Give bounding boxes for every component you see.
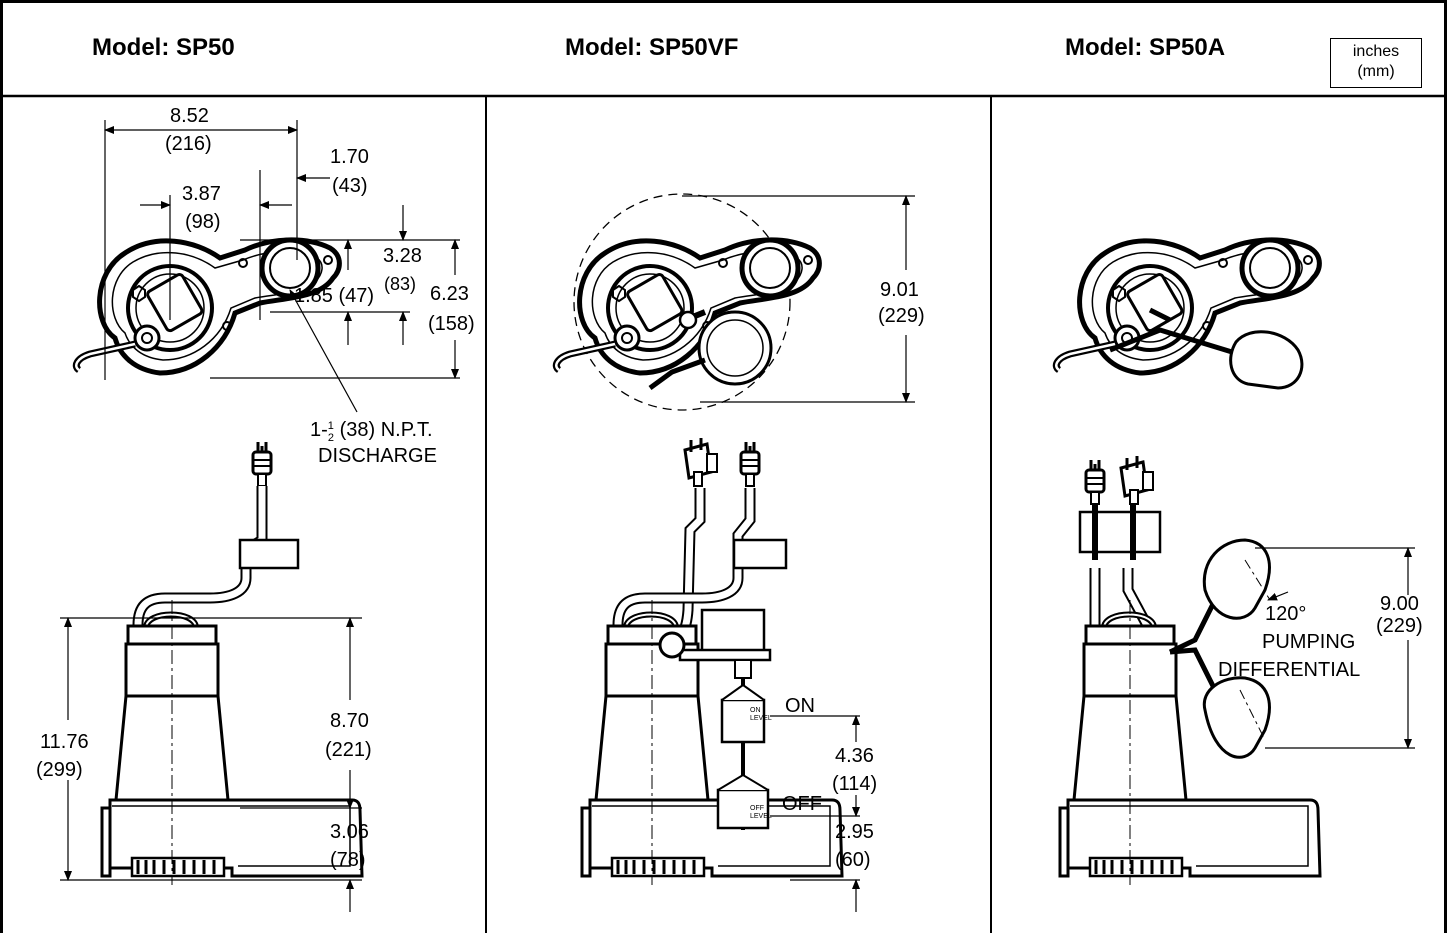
sp50vf-differential: 4.36 xyxy=(835,745,874,767)
sp50vf-on-level-line1: ON xyxy=(750,707,761,714)
sp50vf-on-label: ON xyxy=(785,695,815,717)
model-title-sp50: Model: SP50 xyxy=(92,34,235,61)
sp50a-float-upper xyxy=(1202,538,1271,620)
sp50a-pumping-label: PUMPING xyxy=(1262,631,1355,653)
sp50-offset: 1.70 xyxy=(330,146,369,168)
sp50-width: 8.52 xyxy=(170,105,209,127)
sp50a-float-lower xyxy=(1202,676,1271,759)
sp50vf-plug-icon xyxy=(739,440,761,488)
model-title-sp50a: Model: SP50A xyxy=(1065,34,1226,61)
sp50a-plug-icon xyxy=(1084,458,1106,506)
sp50a-float-top xyxy=(1229,330,1304,390)
sp50vf-swing-circle xyxy=(573,193,791,411)
sp50vf-swing: 9.01 xyxy=(880,279,919,301)
sp50-depth-total-mm: (158) xyxy=(428,313,475,335)
sp50vf-on-level-line2: LEVEL xyxy=(750,715,772,722)
sp50-plug-icon xyxy=(251,440,273,488)
sp50-pump-body xyxy=(102,615,362,877)
sp50-discharge-label: DISCHARGE xyxy=(318,445,437,467)
sp50-base-height-mm: (78) xyxy=(330,849,366,871)
sp50-drawing: 8.52 (216) 1.70 (43) 3.87 (98) 3.28 xyxy=(36,105,475,912)
sp50a-drawing: 9.00 (229) 120° PUMPING DIFFERENTIAL xyxy=(1056,240,1423,885)
sp50-depth2: 1.85 (47) xyxy=(294,285,374,307)
sp50a-differential: 9.00 xyxy=(1380,593,1419,615)
sp50-width-mm: (216) xyxy=(165,133,212,155)
sp50-center: 3.87 xyxy=(182,183,221,205)
sp50a-differential-label: DIFFERENTIAL xyxy=(1218,659,1360,681)
sp50vf-off-height-mm: (60) xyxy=(835,849,871,871)
sp50-height: 11.76 xyxy=(40,731,89,753)
sp50a-pump-body xyxy=(1060,615,1320,877)
sp50-center-mm: (98) xyxy=(185,211,221,233)
units-inches: inches xyxy=(1352,43,1400,60)
sp50-height-mm: (299) xyxy=(36,759,83,781)
sp50vf-drawing: 9.01 (229) ON LEVEL OFF LEVEL xyxy=(556,193,925,912)
sp50-base-height: 3.06 xyxy=(330,821,369,843)
sp50a-angle: 120° xyxy=(1265,603,1306,625)
sp50vf-swing-mm: (229) xyxy=(878,305,925,327)
sp50a-differential-mm: (229) xyxy=(1376,615,1423,637)
sp50vf-top-view xyxy=(556,240,819,373)
sp50vf-off-label: OFF xyxy=(782,793,822,815)
sp50-depth-total: 6.23 xyxy=(430,283,469,305)
sp50vf-off-level-line1: OFF xyxy=(750,805,764,812)
sp50vf-piggyback-plug-icon xyxy=(683,436,719,488)
units-mm: (mm) xyxy=(1357,63,1395,80)
sp50-body-height: 8.70 xyxy=(330,710,369,732)
sp50-body-height-mm: (221) xyxy=(325,739,372,761)
sp50a-piggyback-plug-icon xyxy=(1119,454,1155,506)
sp50-depth1: 3.28 xyxy=(383,245,422,267)
sp50vf-float-top xyxy=(697,310,773,386)
sp50vf-off-level-line2: LEVEL xyxy=(750,813,772,820)
sp50-offset-mm: (43) xyxy=(332,175,368,197)
sp50vf-off-height: 2.95 xyxy=(835,821,874,843)
units-legend: inches (mm) xyxy=(1330,38,1422,88)
sp50-depth2-mm: (83) xyxy=(384,274,416,294)
model-title-sp50vf: Model: SP50VF xyxy=(565,34,739,61)
sp50vf-differential-mm: (114) xyxy=(832,773,877,795)
